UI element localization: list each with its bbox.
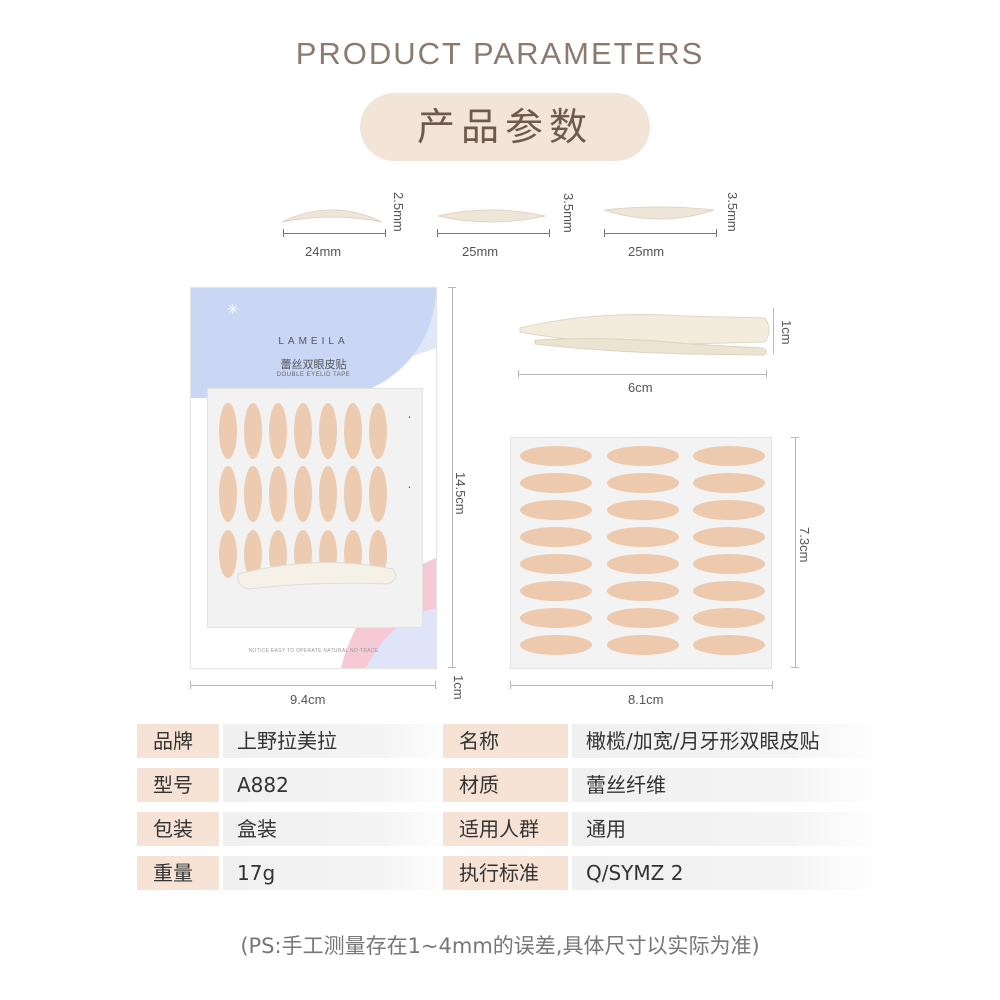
tweezer-height-line [773, 308, 774, 354]
spec-key: 品牌 [137, 724, 219, 758]
tick [604, 229, 605, 237]
package-footer: NOTICE EASY TO OPERATE NATURAL NO-TRACE [248, 648, 379, 654]
sheet-height-label: 7.3cm [797, 527, 812, 563]
pkg-depth-label: 1cm [451, 675, 466, 700]
title-pill-background [360, 93, 650, 161]
spec-row: 执行标准 Q/SYMZ 2 [443, 856, 884, 890]
spec-row: 重量 17g [137, 856, 453, 890]
spec-value: 蕾丝纤维 [572, 768, 884, 802]
tweezer-width-label: 6cm [628, 380, 653, 395]
spec-key: 适用人群 [443, 812, 568, 846]
strip3-height-label: 3.5mm [725, 192, 740, 232]
tick [772, 681, 773, 689]
strip1-height-label: 2.5mm [391, 192, 406, 232]
tick [190, 681, 191, 689]
pkg-width-line [190, 685, 435, 686]
side-text: • [408, 415, 411, 421]
sparkle-icon: ✳ [227, 302, 239, 318]
sheet-width-label: 8.1cm [628, 692, 664, 707]
sheet-width-line [510, 685, 772, 686]
strip2-width-label: 25mm [462, 244, 499, 259]
package-brand: LAMEILA [278, 336, 349, 347]
tweezer-width-line [518, 374, 766, 375]
spec-key: 包装 [137, 812, 219, 846]
spec-value: Q/SYMZ 2 [572, 856, 884, 890]
tick [448, 667, 456, 668]
spec-value: 上野拉美拉 [223, 724, 453, 758]
spec-table-right: 名称 橄榄/加宽/月牙形双眼皮贴 材质 蕾丝纤维 适用人群 通用 执行标准 Q/… [443, 724, 884, 890]
strip-shapes [281, 206, 715, 223]
tick [385, 229, 386, 237]
strip2-height-label: 3.5mm [561, 193, 576, 233]
spec-key: 重量 [137, 856, 219, 890]
strip3-width-line [604, 233, 716, 234]
tick [510, 681, 511, 689]
tick [435, 681, 436, 689]
spec-table-left: 品牌 上野拉美拉 型号 A882 包装 盒装 重量 17g [137, 724, 453, 890]
title-chinese: 产品参数 [416, 105, 593, 149]
title-english: PRODUCT PARAMETERS [295, 36, 705, 71]
package-strips: • • [219, 403, 411, 590]
tick [283, 229, 284, 237]
package-name-cn: 蕾丝双眼皮贴 [280, 358, 347, 371]
side-text: • [408, 485, 411, 491]
spec-row: 品牌 上野拉美拉 [137, 724, 453, 758]
tick [549, 229, 550, 237]
measurement-note: (PS:手工测量存在1~4mm的误差,具体尺寸以实际为准) [240, 934, 760, 958]
sheet-strips [520, 446, 765, 655]
crescent-strip [281, 209, 383, 223]
spec-value: 通用 [572, 812, 884, 846]
spec-value: 盒装 [223, 812, 453, 846]
spec-key: 执行标准 [443, 856, 568, 890]
package-tray: • • [207, 388, 423, 628]
pkg-height-label: 14.5cm [453, 472, 468, 515]
tweezer-height-label: 1cm [779, 320, 794, 345]
package-name-en: DOUBLE EYELID TAPE [276, 372, 351, 378]
tweezers [519, 314, 770, 356]
spec-key: 名称 [443, 724, 568, 758]
spec-value: 17g [223, 856, 453, 890]
tick [437, 229, 438, 237]
product-package: ✳ LAMEILA 蕾丝双眼皮贴 DOUBLE EYELID TAPE • • … [190, 287, 437, 669]
strip1-width-label: 24mm [305, 244, 342, 259]
strip-sheet [510, 437, 772, 669]
spec-row: 包装 盒装 [137, 812, 453, 846]
pkg-width-label: 9.4cm [290, 692, 326, 707]
tick [716, 229, 717, 237]
tick [766, 370, 767, 378]
spec-row: 型号 A882 [137, 768, 453, 802]
spec-key: 材质 [443, 768, 568, 802]
olive-strip [437, 209, 546, 223]
spec-row: 名称 橄榄/加宽/月牙形双眼皮贴 [443, 724, 884, 758]
spec-row: 适用人群 通用 [443, 812, 884, 846]
spec-value: 橄榄/加宽/月牙形双眼皮贴 [572, 724, 884, 758]
pkg-height-line [452, 287, 453, 667]
tick [791, 667, 799, 668]
strip3-width-label: 25mm [628, 244, 665, 259]
tick [448, 287, 456, 288]
strip2-width-line [437, 233, 549, 234]
sheet-height-line [795, 437, 796, 667]
wide-strip [603, 206, 715, 220]
tick [791, 437, 799, 438]
strip1-width-line [283, 233, 385, 234]
tick [518, 370, 519, 378]
spec-key: 型号 [137, 768, 219, 802]
spec-value: A882 [223, 768, 453, 802]
spec-row: 材质 蕾丝纤维 [443, 768, 884, 802]
